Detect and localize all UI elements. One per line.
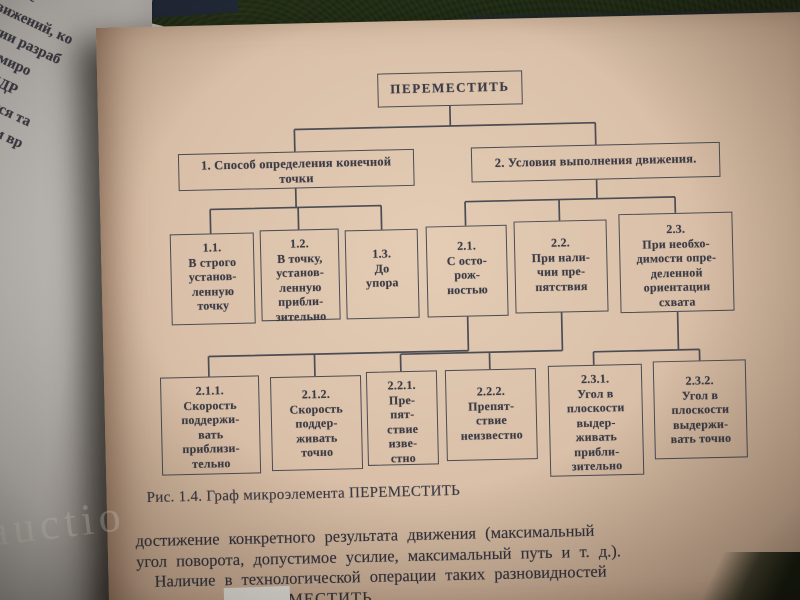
diagram-node-1-1: 1.1. В строго установ- ленную точку (169, 232, 256, 326)
diagram-node-2-2: 2.2. При нали- чии пре- пятствия (513, 219, 609, 314)
diagram-node-2-2-2: 2.2.2. Препят- ствие неизвестно (444, 368, 538, 462)
diagram-node-2-2-1: 2.2.1. Пре- пят- ствие изве- стно (365, 370, 439, 466)
diagram-node-root: ПЕРЕМЕСТИТЬ (377, 70, 523, 108)
diagram-node-2-1-1: 2.1.1. Скорость поддержи- вать приблизи-… (159, 375, 262, 476)
diagram-node-2-3-2: 2.3.2. Угол в плоскости выдержи- вать то… (652, 359, 748, 460)
diagram-node-1: 1. Способ определения конечной точки (177, 148, 415, 192)
tablecloth-corner (670, 552, 800, 600)
underlying-page-corner (223, 585, 291, 600)
diagram-node-2-1: 2.1. С осто- рож- ностью (425, 224, 509, 318)
diagram-node-1-2: 1.2. В точку, установ- ленную прибли- зи… (259, 228, 341, 323)
diagram-node-2-3-1: 2.3.1. Угол в плоскости выдер- живать пр… (547, 363, 645, 477)
diagram-node-2-3: 2.3. При необхо- димости опре- деленной … (618, 211, 735, 314)
diagram-node-2: 2. Условия выполнения движения. (470, 141, 721, 183)
diagram-node-2-1-2: 2.1.2. Скорость поддер- живать точно (269, 375, 364, 472)
diagram-node-1-3: 1.3. До упора (344, 228, 420, 320)
book-page: ПЕРЕМЕСТИТЬ 1. Способ определения конечн… (96, 11, 800, 600)
